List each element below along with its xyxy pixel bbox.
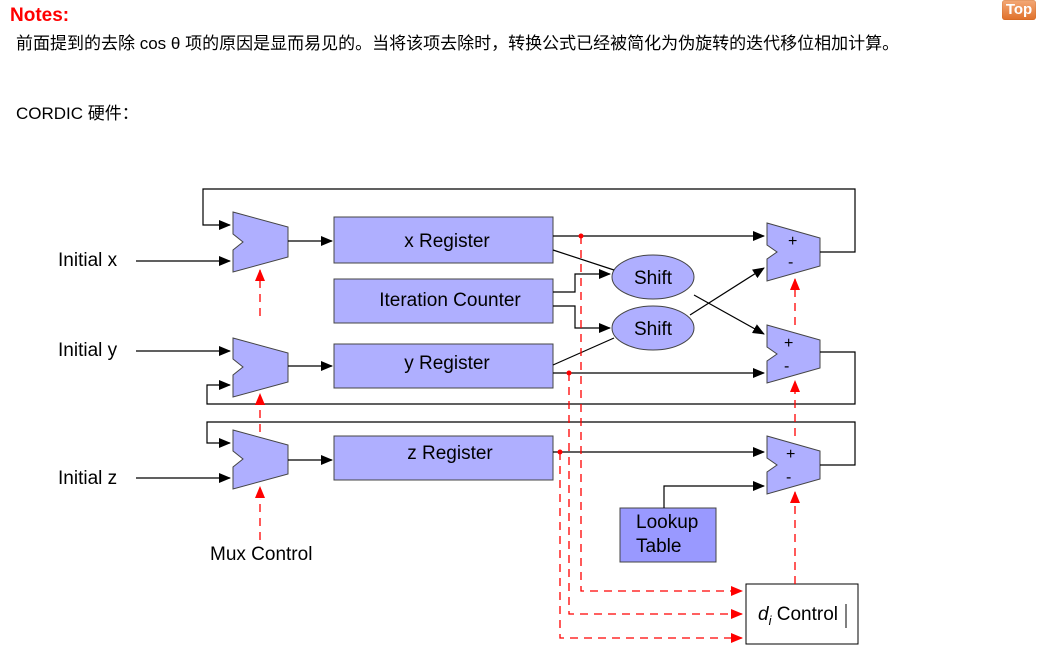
wire-feedback-z (206, 421, 856, 466)
initial-x-label: Initial x (58, 250, 118, 271)
adder-y (766, 324, 821, 384)
shifter-top (611, 254, 695, 300)
wire-shift-top-to-adder-y (693, 294, 765, 335)
initial-y-label: Initial y (58, 340, 118, 361)
wire-lookup-to-adder-z (663, 481, 765, 508)
wire-x-to-shift (552, 249, 615, 271)
y-register-box (333, 343, 554, 389)
adder-x (766, 222, 821, 282)
adder-y-plus: + (784, 335, 793, 352)
wire-counter-to-shift-top (553, 269, 611, 293)
wire-feedback-x (202, 188, 856, 253)
ctl-x-to-di (580, 236, 743, 596)
cordic-hardware-label: CORDIC 硬件： (16, 104, 139, 123)
x-register-box (333, 216, 554, 264)
wire-shift-bottom-to-adder-x (689, 267, 765, 316)
wire-feedback-y (206, 351, 856, 405)
junction-x (578, 233, 584, 239)
z-register-box (333, 435, 554, 481)
top-link-button[interactable]: Top (1002, 0, 1036, 20)
adder-y-minus: - (784, 358, 789, 375)
di-control-box (745, 583, 859, 645)
lookup-table-label-2: Table (636, 536, 681, 557)
adder-z-plus: + (786, 446, 795, 463)
adder-z-minus: - (786, 469, 791, 486)
lookup-table-label-1: Lookup (636, 512, 698, 533)
shifter-bottom (611, 305, 695, 351)
shifter-bottom-label: Shift (634, 319, 673, 340)
shifter-top-label: Shift (634, 268, 673, 289)
mux-control-label: Mux Control (210, 544, 312, 565)
wire-counter-to-shift-bottom (553, 305, 611, 333)
adder-x-plus: + (788, 233, 797, 250)
junction-z (557, 449, 563, 455)
y-register-label: y Register (404, 353, 490, 374)
di-control-label: di Control (758, 604, 838, 628)
adder-z (766, 435, 821, 495)
mux-x (232, 211, 289, 273)
ctl-y-to-di (568, 373, 743, 619)
mux-z (232, 429, 289, 490)
adder-x-minus: - (788, 254, 793, 271)
mux-y (232, 337, 289, 398)
initial-z-label: Initial z (58, 468, 117, 489)
junction-y (566, 370, 572, 376)
notes-paragraph: 前面提到的去除 cos θ 项的原因是显而易见的。当将该项去除时，转换公式已经被… (16, 34, 900, 53)
iteration-counter-label: Iteration Counter (379, 290, 521, 311)
notes-heading: Notes: (10, 5, 70, 26)
lookup-table-box (619, 507, 717, 563)
ctl-z-to-di (559, 452, 743, 643)
z-register-label: z Register (407, 443, 493, 464)
wire-y-to-shift (552, 337, 615, 366)
iteration-counter-box (333, 278, 554, 324)
x-register-label: x Register (404, 231, 490, 252)
